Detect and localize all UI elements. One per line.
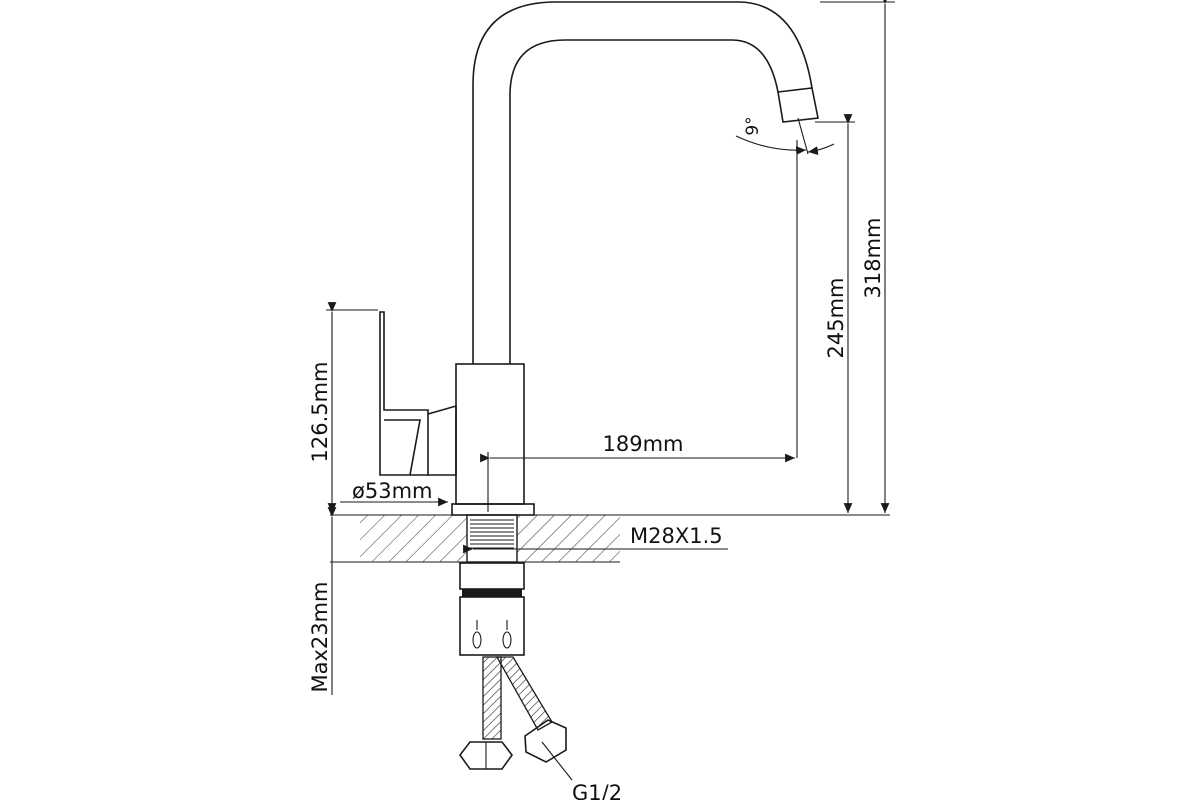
dim-total-height: 318mm: [820, 0, 895, 513]
countertop: [330, 514, 890, 563]
dim-spout-height: 245mm: [815, 114, 855, 513]
dim-hose-connection: G1/2: [541, 741, 622, 800]
dim-base-diameter: ø53mm: [340, 479, 448, 507]
faucet-body: [451, 363, 535, 516]
faucet-spout: [472, 1, 819, 364]
dim-thread: M28X1.5: [463, 524, 728, 554]
thread-section: [470, 519, 514, 549]
base-diameter-label: ø53mm: [352, 479, 432, 503]
total-height-label: 318mm: [861, 218, 885, 299]
spout-height-label: 245mm: [824, 278, 848, 359]
supply-hoses: [459, 656, 567, 770]
swivel-angle-label: 9°: [743, 116, 763, 135]
handle-height-label: 126.5mm: [308, 361, 332, 462]
thread-label: M28X1.5: [630, 524, 723, 548]
mounting-hardware: [459, 562, 525, 656]
spout-reach-label: 189mm: [603, 432, 684, 456]
hose-connection-label: G1/2: [572, 781, 622, 800]
max-countertop-label: Max23mm: [308, 581, 332, 692]
dim-max-countertop: Max23mm: [308, 507, 360, 695]
faucet-handle: [379, 311, 457, 476]
dim-spout-reach: 189mm: [480, 140, 798, 512]
dim-swivel-angle: 9°: [735, 116, 835, 155]
dim-handle-height: 126.5mm: [308, 302, 378, 513]
